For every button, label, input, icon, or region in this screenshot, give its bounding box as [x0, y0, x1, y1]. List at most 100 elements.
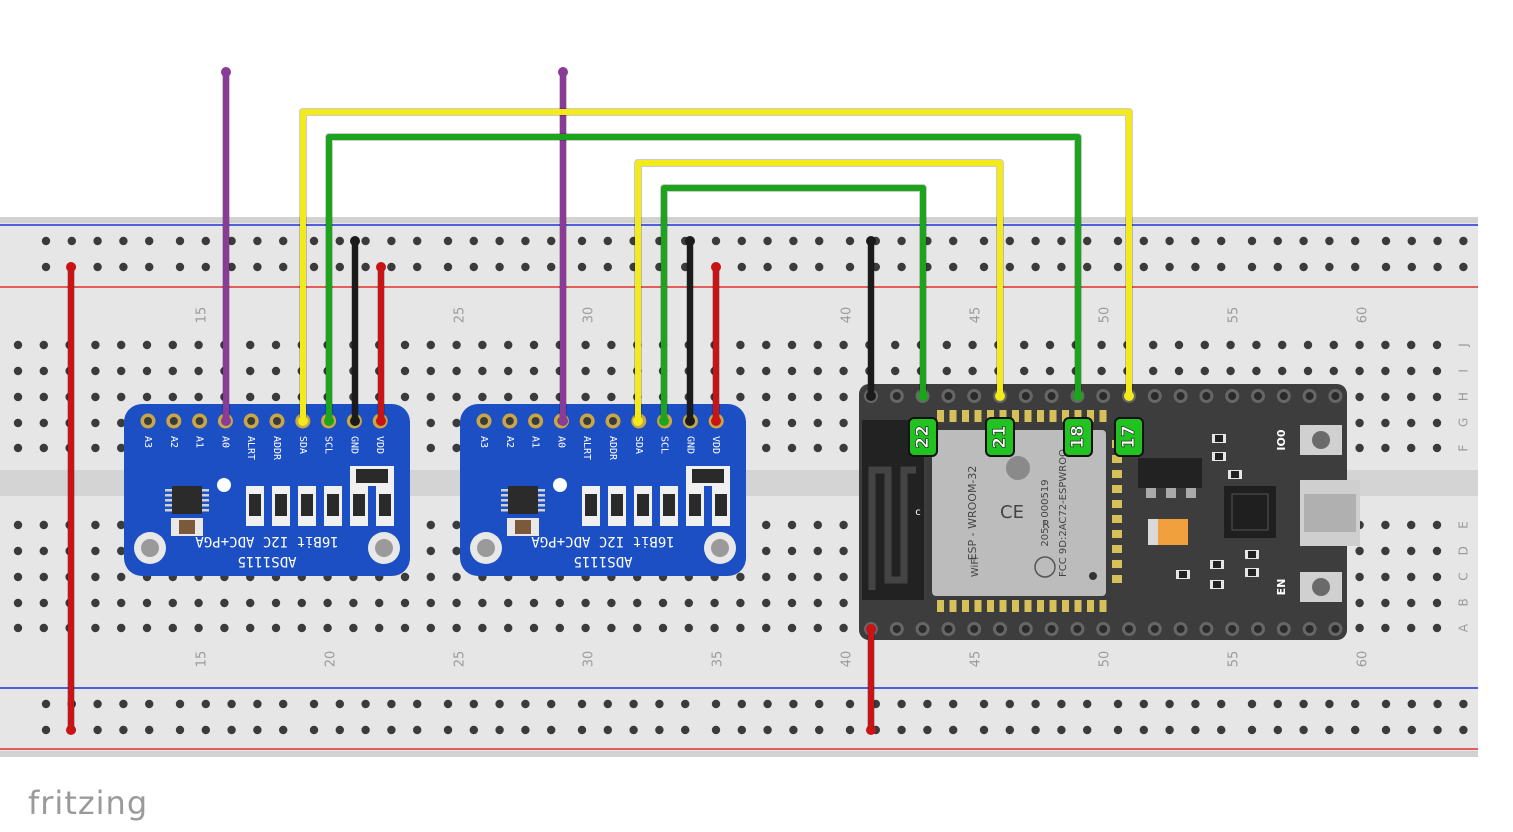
module-shield	[932, 430, 1106, 596]
module-pad	[949, 410, 957, 422]
pin-label: SCL	[659, 436, 670, 454]
module-pad	[1112, 470, 1122, 478]
module-pad	[1112, 455, 1122, 463]
module-pad	[1062, 410, 1069, 422]
module-pad	[937, 600, 944, 612]
module-pad	[1112, 530, 1122, 538]
pin-label: VDD	[374, 436, 385, 454]
row-label: B	[1457, 598, 1471, 606]
pin-label: A3	[142, 436, 153, 448]
column-label: 50	[1098, 651, 1113, 668]
column-label: 45	[969, 651, 984, 668]
module-pad	[1112, 485, 1122, 493]
en-label: EN	[1275, 579, 1288, 596]
module-pad	[1012, 600, 1019, 612]
pin-tag	[985, 417, 1015, 457]
column-label: 40	[840, 651, 855, 668]
usb-uart-chip	[1224, 486, 1276, 538]
c-label: c	[915, 507, 921, 518]
pin-tag	[1063, 417, 1093, 457]
wire-yellow-17	[300, 109, 1132, 424]
pin-label: ADDR	[271, 436, 282, 461]
wire-yellow-21	[635, 160, 1003, 424]
module-pad	[1112, 575, 1122, 583]
pin-label: A1	[530, 436, 541, 448]
module-pad	[1112, 560, 1122, 568]
wifi-logo: WiFi	[970, 557, 981, 577]
module-pad	[1037, 600, 1044, 612]
io0-label: IO0	[1275, 429, 1288, 450]
row-label: A	[1457, 623, 1471, 632]
module-pad	[1112, 500, 1122, 508]
module-id: 205 - 000519	[1040, 479, 1051, 546]
wire-green-18	[326, 134, 1081, 424]
column-label: 20	[324, 651, 339, 668]
pin-tag	[1114, 417, 1144, 457]
module-pad	[1099, 410, 1107, 422]
row-label: C	[1457, 572, 1471, 580]
row-label: G	[1457, 418, 1471, 427]
adc-chip	[508, 486, 538, 514]
pin-label: ALRT	[581, 436, 592, 460]
row-label: I	[1457, 369, 1471, 373]
adc-name: ADS1115	[237, 553, 296, 569]
pin-label: GND	[684, 436, 695, 454]
module-pad	[937, 410, 944, 422]
column-label: 25	[453, 651, 468, 668]
module-pad	[1099, 600, 1107, 612]
pin-label: A3	[478, 436, 489, 448]
pin-label: A0	[555, 436, 566, 448]
antenna-trace	[868, 466, 916, 590]
adc-name: ADS1115	[573, 553, 632, 569]
pin-label: ADDR	[607, 436, 618, 461]
column-label: 15	[195, 651, 210, 668]
wire-green-22	[661, 185, 926, 424]
pin-label: A2	[168, 436, 179, 448]
fritzing-watermark: fritzing	[28, 784, 149, 822]
module-pad	[1024, 600, 1032, 612]
module-pad	[1074, 410, 1082, 422]
column-label: 25	[453, 307, 468, 324]
module-pad	[1112, 545, 1122, 553]
pin-label: ALRT	[245, 436, 256, 460]
module-pad	[974, 600, 982, 612]
pin-tag-label: 22	[913, 425, 933, 449]
module-pad	[1087, 410, 1094, 422]
module-pad	[1062, 600, 1069, 612]
row-label: J	[1457, 343, 1471, 348]
row-label: E	[1457, 521, 1471, 529]
pin-label: A1	[194, 436, 205, 448]
pin-tag	[908, 417, 938, 457]
pin-label: GND	[348, 436, 359, 454]
adafruit-logo-icon	[553, 478, 567, 492]
regulator	[1138, 458, 1202, 488]
module-pad	[987, 410, 994, 422]
pin-label: A2	[504, 436, 515, 448]
pin-tag-label: 21	[990, 425, 1010, 449]
r-mark: R	[1042, 518, 1050, 531]
module-pad	[999, 410, 1007, 422]
pin-label: VDD	[710, 436, 721, 454]
module-pad	[1049, 600, 1057, 612]
column-label: 55	[1227, 651, 1242, 668]
row-label: D	[1457, 546, 1471, 555]
column-label: 30	[582, 651, 597, 668]
pin-tag-label: 17	[1119, 425, 1139, 449]
module-pad	[1112, 515, 1122, 523]
module-pad	[962, 600, 969, 612]
column-label: 55	[1227, 307, 1242, 324]
pin-label: SDA	[297, 436, 308, 454]
column-label: 45	[969, 307, 984, 324]
column-label: 60	[1356, 307, 1371, 324]
column-label: 60	[1356, 651, 1371, 668]
column-label: 15	[195, 307, 210, 324]
ce-mark: CE	[1000, 502, 1024, 523]
module-pad	[999, 600, 1007, 612]
module-pad	[949, 600, 957, 612]
module-pad	[987, 600, 994, 612]
